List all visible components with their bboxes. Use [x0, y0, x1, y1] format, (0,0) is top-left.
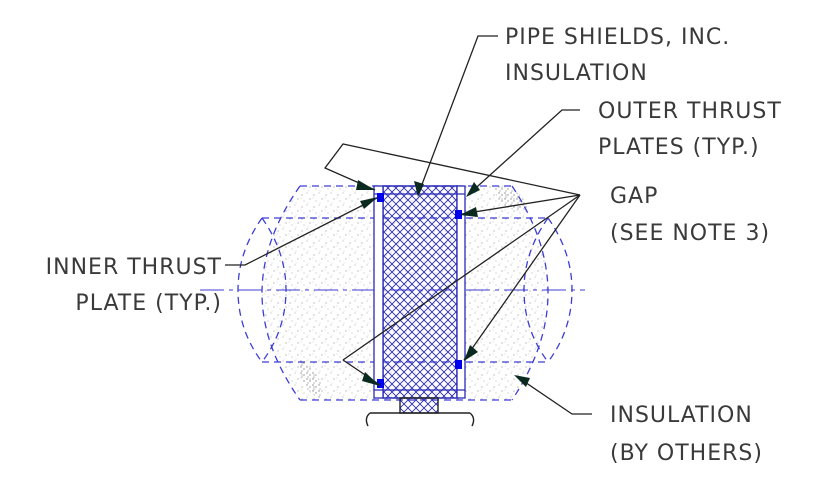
leader-gap-3: [463, 194, 581, 361]
arrowhead-inner-thrust: [360, 197, 378, 209]
label-inner-thrust-line1: INNER THRUST: [46, 255, 222, 280]
outer-thrust-plate-bottom: [455, 360, 462, 369]
arrowheads: [356, 180, 530, 387]
thrust-plates: [377, 193, 462, 388]
leader-inner-thrust: [225, 197, 378, 266]
label-insulation-others-line2: (BY OTHERS): [610, 441, 763, 466]
label-pipe-shields-line2: INSULATION: [505, 61, 648, 86]
arrowhead-pipe-shields: [414, 181, 424, 197]
leader-gap-2: [342, 194, 581, 361]
leader-outer-thrust: [467, 109, 580, 196]
arrowhead-inner-thrust-top: [356, 180, 375, 190]
inner-thrust-plate-bottom: [377, 379, 384, 388]
arrowhead-outer-thrust: [466, 182, 480, 197]
labels: PIPE SHIELDS, INC. INSULATION OUTER THRU…: [46, 25, 782, 466]
arrowhead-insulation-others: [514, 375, 530, 387]
label-gap-line2: (SEE NOTE 3): [610, 221, 770, 246]
arrowhead-gap-1: [460, 207, 478, 217]
arrowhead-gap-3: [464, 345, 478, 361]
outer-thrust-plate-top: [455, 210, 462, 219]
label-pipe-shields-line1: PIPE SHIELDS, INC.: [505, 25, 730, 50]
label-outer-thrust-line1: OUTER THRUST: [598, 99, 782, 124]
label-outer-thrust-line2: PLATES (TYP.): [598, 135, 760, 160]
label-insulation-others-line1: INSULATION: [610, 403, 753, 428]
support-base: [365, 397, 475, 427]
leader-pipe-shields: [417, 35, 498, 196]
pipe-shield-insulation: [373, 185, 466, 399]
leader-insulation-others: [515, 375, 592, 415]
arrowhead-gap-4: [362, 372, 380, 386]
leader-gap-bracket: [323, 143, 581, 196]
leader-gap-1: [461, 194, 581, 215]
label-gap-line1: GAP: [610, 184, 658, 209]
label-inner-thrust-line2: PLATE (TYP.): [75, 291, 222, 316]
inner-thrust-plate-top: [377, 193, 384, 202]
